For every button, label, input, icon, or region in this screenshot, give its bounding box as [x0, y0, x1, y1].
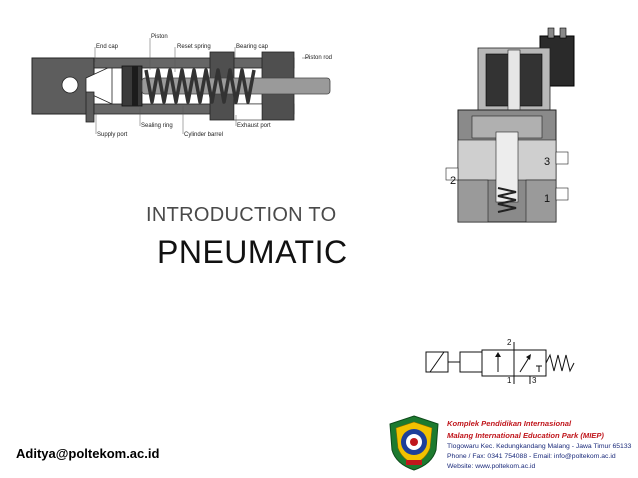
label-piston: Piston: [151, 34, 168, 40]
port-2-opening: [445, 167, 459, 181]
institution-contact: Phone / Fax: 0341 754088 - Email: info@p…: [447, 453, 616, 460]
supply-port-stub: [85, 91, 95, 123]
label-reset-spring: Reset spring: [177, 44, 211, 50]
institution-name-line-1: Komplek Pendidikan Internasional: [447, 419, 572, 428]
label-piston-rod: Piston rod: [305, 55, 333, 61]
port-1-opening: [555, 187, 569, 201]
lower-spring: [497, 187, 517, 213]
end-cap-port: [61, 76, 79, 94]
valve-symbol: 2 1 3: [420, 338, 580, 394]
author-email: Aditya@poltekom.ac.id: [16, 446, 160, 461]
label-exhaust-port: Exhaust port: [237, 123, 271, 129]
plunger: [507, 49, 521, 113]
cylinder-drawing: [31, 38, 331, 134]
exhaust-gap: [233, 103, 263, 121]
title-line-1: INTRODUCTION TO: [146, 204, 337, 226]
valve-port-2: 2: [450, 175, 457, 187]
port-3-opening: [555, 151, 569, 165]
institution-name-line-2: Malang International Education Park (MIE…: [447, 431, 604, 440]
valve-symbol-drawing: [425, 342, 575, 384]
reset-spring: [144, 68, 256, 104]
label-bearing-cap: Bearing cap: [236, 44, 269, 50]
institution-logo: [386, 414, 442, 472]
institution-website: Website: www.poltekom.ac.id: [447, 463, 536, 470]
label-cylinder-barrel: Cylinder barrel: [184, 132, 224, 138]
solenoid-valve-diagram: 3 2 1: [440, 20, 600, 230]
valve-port-3: 3: [544, 156, 551, 168]
symbol-port-1: 1: [507, 376, 512, 385]
cylinder-diagram: End cap Piston Reset spring Bearing cap …: [0, 0, 340, 150]
label-sealing-ring: Sealing ring: [141, 123, 173, 129]
symbol-port-3: 3: [532, 376, 537, 385]
label-end-cap: End cap: [96, 44, 119, 50]
symbol-port-2: 2: [507, 338, 512, 347]
valve-port-1: 1: [544, 193, 551, 205]
sealing-ring: [132, 66, 138, 106]
valve-drawing: [445, 27, 575, 223]
return-spring: [545, 353, 575, 373]
title-line-2: PNEUMATIC: [157, 234, 348, 270]
label-supply-port: Supply port: [97, 132, 128, 138]
valve-position-right: [513, 349, 547, 377]
institution-address: Tlogowaru Kec. Kedungkandang Malang - Ja…: [447, 443, 632, 450]
